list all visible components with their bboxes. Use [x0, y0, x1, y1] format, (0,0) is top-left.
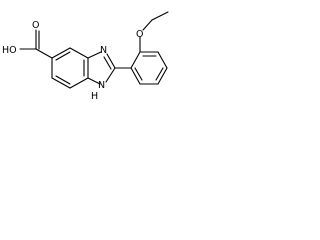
imidazole-bond-n-c2 [106, 53, 116, 69]
ring-bond-5 [51, 77, 71, 89]
chemical-structure-diagram: HO O N H N [2, 11, 169, 102]
bond-c-ring [35, 48, 53, 59]
ethoxy-group [139, 11, 169, 53]
phenyl-bond-6 [130, 67, 141, 85]
nh-hydrogen-label: H [91, 91, 98, 102]
phenyl-ring [114, 51, 168, 85]
phenyl-bond-4 [157, 67, 168, 85]
ring-bond-2 [69, 47, 89, 59]
carbonyl-oxygen-label: O [32, 20, 39, 31]
imidazole-bond-c-n [87, 51, 102, 59]
benzene-ring [51, 47, 89, 89]
hydroxyl-label: HO [2, 45, 17, 56]
phenyl-double-3 [134, 67, 143, 81]
phenyl-bond-3 [157, 51, 168, 69]
ring-double-1 [55, 51, 71, 61]
ring-double-3 [55, 75, 71, 85]
imidazole-bond-nh-c [87, 77, 101, 85]
imidazole-ring [87, 51, 116, 85]
ring-bond-1 [51, 47, 71, 59]
phenyl-double-2 [155, 67, 164, 81]
bond-o-ch2 [142, 19, 153, 31]
ring-bond-4 [69, 77, 89, 89]
ether-oxygen-label: O [136, 29, 143, 40]
imidazole-double-n-c2 [103, 56, 112, 70]
phenyl-bond-1 [130, 51, 141, 69]
carboxylic-acid-group [19, 29, 53, 59]
imidazole-nitrogen-label: N [100, 45, 107, 56]
nh-nitrogen-label: N [98, 80, 105, 91]
imidazole-bond-c2-nh [105, 67, 116, 83]
bond-ch2-ch3 [151, 11, 169, 21]
